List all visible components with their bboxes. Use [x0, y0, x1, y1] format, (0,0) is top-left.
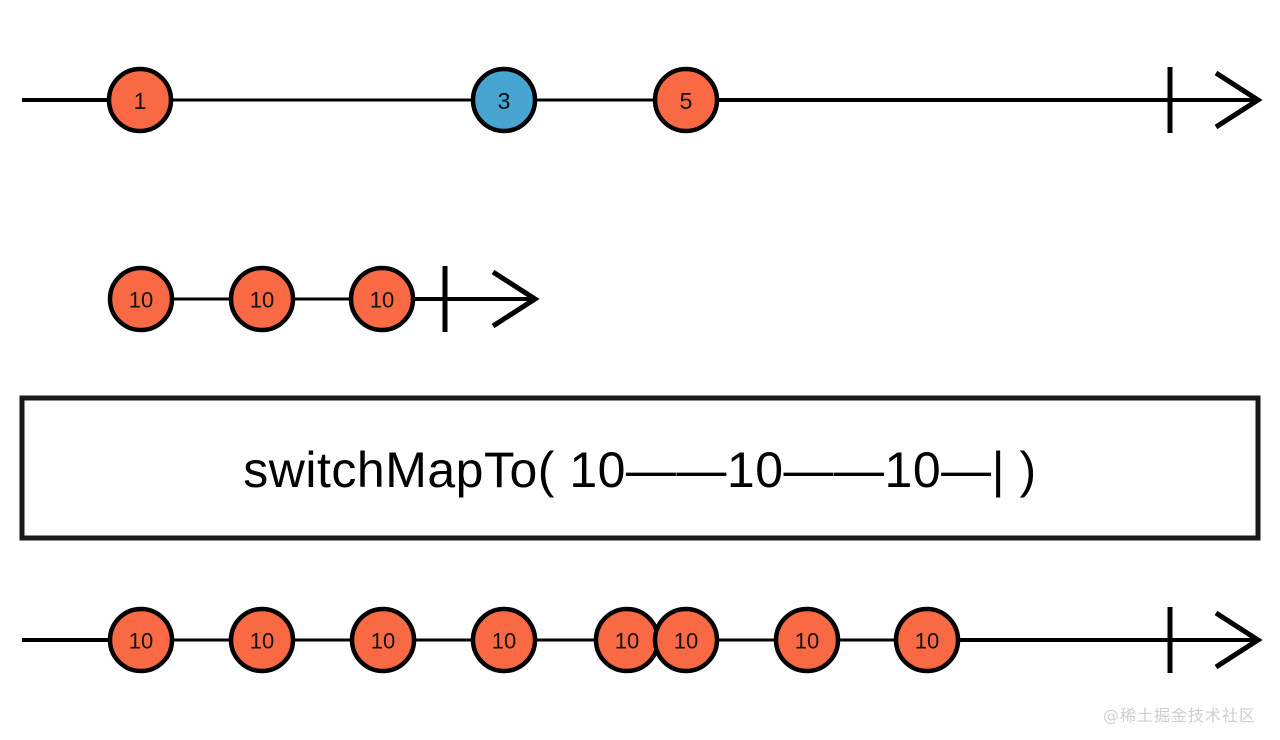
marble-circle-2[interactable]	[349, 606, 417, 674]
marble-10: 10	[348, 265, 416, 333]
marble-value-label: 1	[134, 88, 147, 114]
marble-10: 10	[893, 606, 961, 674]
marble-value-label: 3	[498, 88, 511, 114]
marble-10: 10	[773, 606, 841, 674]
marble-circle-0[interactable]	[106, 66, 174, 134]
marble-circle-3[interactable]	[470, 606, 538, 674]
marble-10: 10	[107, 606, 175, 674]
marble-value-label: 10	[795, 629, 819, 654]
marble-value-label: 5	[680, 88, 693, 114]
marble-value-label: 10	[129, 288, 153, 313]
marble-circle-6[interactable]	[773, 606, 841, 674]
marble-circle-1[interactable]	[228, 265, 296, 333]
marble-10: 10	[593, 606, 661, 674]
watermark: @稀土掘金技术社区	[1102, 706, 1256, 725]
marble-value-label: 10	[492, 629, 516, 654]
marble-circle-7[interactable]	[893, 606, 961, 674]
marble-circle-0[interactable]	[107, 265, 175, 333]
marble-5: 5	[652, 66, 720, 134]
marble-circle-1[interactable]	[228, 606, 296, 674]
operator-box-border	[19, 395, 1261, 541]
marble-10: 10	[470, 606, 538, 674]
source-axis-arrow-icon	[1214, 70, 1263, 130]
marble-value-label: 10	[129, 629, 153, 654]
marble-10: 10	[228, 265, 296, 333]
marble-circle-2[interactable]	[348, 265, 416, 333]
inner-axis-arrow-icon	[491, 269, 540, 329]
marble-value-label: 10	[371, 629, 395, 654]
marble-1: 1	[106, 66, 174, 134]
source-observable-timeline: 1 3 5	[22, 66, 1263, 134]
result-observable-timeline: 10 10 10 10 10 10 10 10	[22, 606, 1263, 674]
marble-value-label: 10	[250, 288, 274, 313]
marble-circle-0[interactable]	[107, 606, 175, 674]
marble-circle-5[interactable]	[652, 606, 720, 674]
marble-value-label: 10	[615, 629, 639, 654]
marble-value-label: 10	[915, 629, 939, 654]
marble-10: 10	[107, 265, 175, 333]
marble-circle-1[interactable]	[470, 66, 538, 134]
inner-observable-timeline: 10 10 10	[107, 265, 540, 333]
marble-value-label: 10	[250, 629, 274, 654]
operator-box-label: switchMapTo( 10——10——10—| )	[243, 442, 1036, 498]
operator-box: switchMapTo( 10——10——10—| )	[19, 395, 1261, 541]
marble-circle-2[interactable]	[652, 66, 720, 134]
marble-value-label: 10	[674, 629, 698, 654]
marble-3: 3	[470, 66, 538, 134]
result-axis-arrow-icon	[1214, 610, 1263, 670]
marble-10: 10	[652, 606, 720, 674]
marble-10: 10	[228, 606, 296, 674]
marble-10: 10	[349, 606, 417, 674]
marble-value-label: 10	[370, 288, 394, 313]
